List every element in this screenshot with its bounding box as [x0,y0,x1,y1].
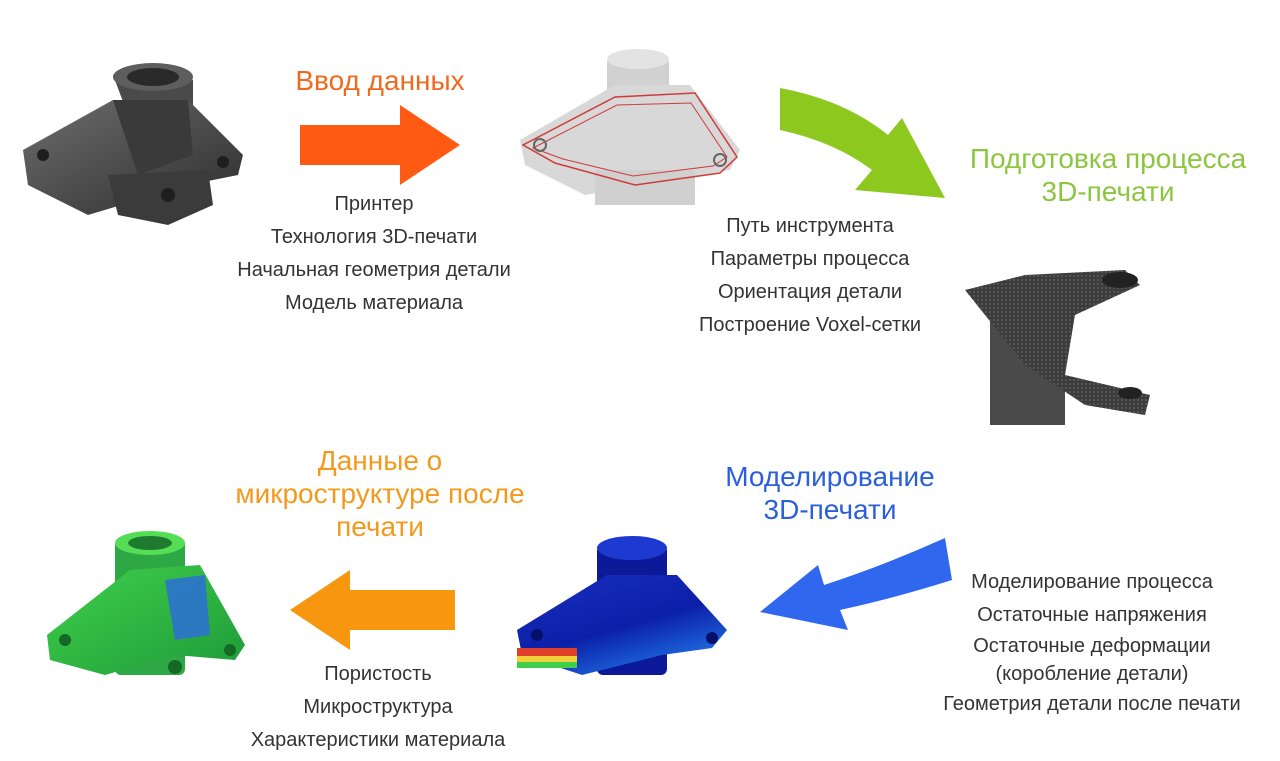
list-item: Принтер [334,193,414,215]
step-prep-items: Путь инструмента Параметры процесса Орие… [660,210,960,342]
step-input-title: Ввод данных [270,64,490,97]
arrow-curved-blue [760,538,952,630]
list-item: Моделирование процесса [971,571,1213,593]
bracket-part-voxel-image [965,270,1150,425]
step-prep-title: Подготовка процесса 3D-печати [948,142,1268,208]
list-item: Остаточные деформации [973,635,1211,657]
list-item: Путь инструмента [726,215,894,237]
list-item: Геометрия детали после печати [943,693,1241,715]
arrow-right-orange [300,105,460,185]
list-item: Остаточные напряжения [977,604,1207,626]
list-item: Пористость [324,663,432,685]
title-line: 3D-печати [1041,176,1175,207]
arrow-left-amber [290,570,455,650]
list-item: Микроструктура [303,696,453,718]
arrow-curved-green [780,88,945,198]
list-item: Модель материала [284,292,464,314]
title-line: микроструктуре после [235,478,525,509]
bracket-part-stress-image [517,536,727,675]
bracket-part-transparent-image [520,49,740,205]
list-item: Характеристики материала [250,729,506,751]
list-item: Ориентация детали [717,281,903,303]
bracket-part-dark-image [23,63,243,225]
title-line: Данные о [317,445,443,476]
step-sim-title: Моделирование 3D-печати [700,460,960,526]
step-micro-items: Пористость Микроструктура Характеристики… [210,658,546,757]
title-line: Моделирование [725,461,935,492]
title-line: печати [336,511,424,542]
step-sim-items: Моделирование процесса Остаточные напряж… [912,566,1272,721]
title-line: 3D-печати [763,494,897,525]
list-item: (коробление детали) [995,663,1189,685]
list-item: Начальная геометрия детали [237,259,511,281]
list-item: Параметры процесса [710,248,910,270]
list-item: Построение Voxel-сетки [698,314,922,336]
title-line: Ввод данных [295,65,465,96]
step-micro-title: Данные о микроструктуре после печати [210,444,550,543]
list-item: Технология 3D-печати [270,226,478,248]
bracket-part-microstructure-image [47,531,245,675]
title-line: Подготовка процесса [969,143,1247,174]
step-input-items: Принтер Технология 3D-печати Начальная г… [190,188,558,320]
